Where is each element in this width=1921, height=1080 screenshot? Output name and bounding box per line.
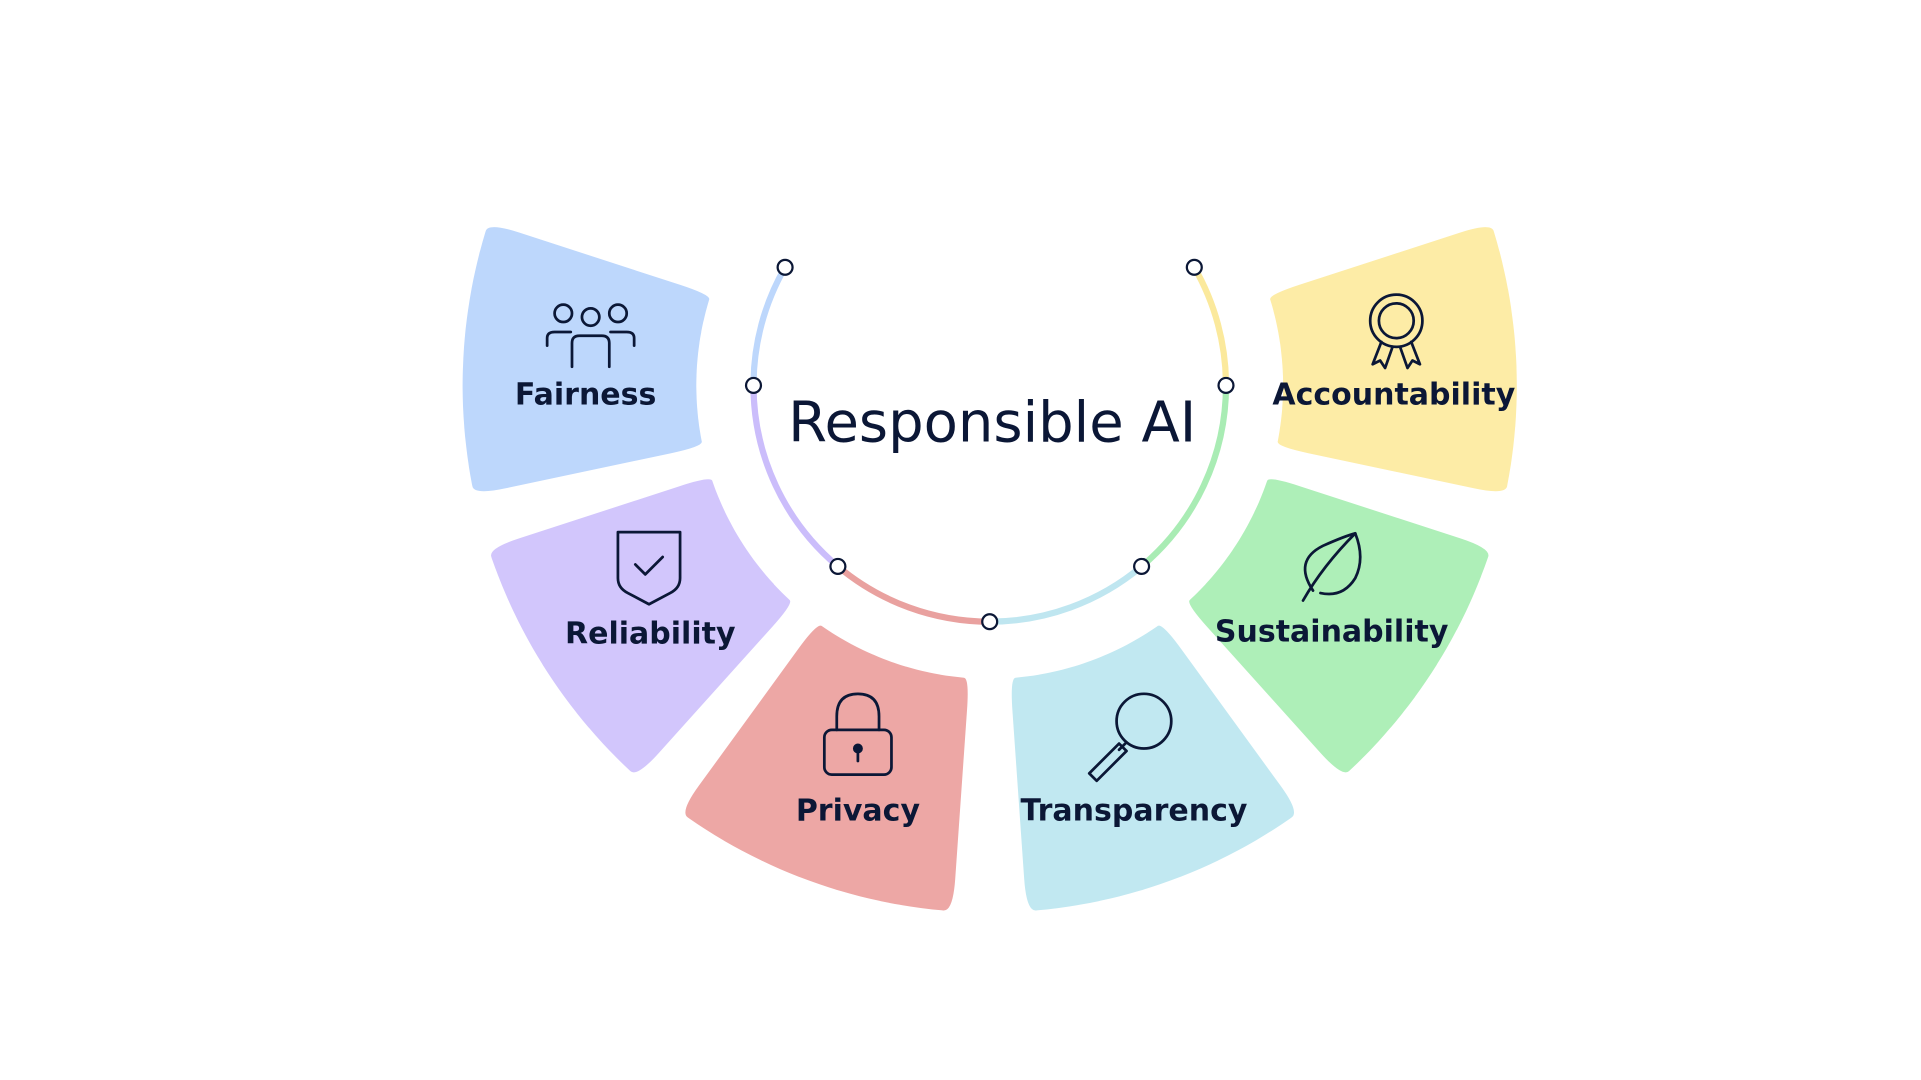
arc-part-transparency (986, 563, 1145, 625)
arc-node (1185, 258, 1203, 276)
segment-fairness (462, 227, 710, 492)
center-arc (750, 264, 1230, 625)
arc-part-fairness (750, 264, 789, 389)
arc-node (776, 258, 794, 276)
segment-label-fairness: Fairness (514, 377, 657, 413)
segments-layer (462, 227, 1517, 911)
leaf-icon (1301, 532, 1362, 602)
shield-check-icon (616, 530, 682, 606)
magnifier-icon (1087, 692, 1173, 783)
segment-label-transparency: Transparency (1020, 793, 1248, 829)
padlock-icon (822, 692, 893, 777)
arc-node (1133, 557, 1151, 575)
diagram-title: Responsible AI (788, 390, 1197, 456)
arc-part-privacy (834, 563, 993, 625)
arc-part-accountability (1191, 264, 1230, 389)
segment-label-privacy: Privacy (795, 793, 921, 829)
people-group-icon (545, 303, 636, 369)
segment-transparency (1011, 625, 1295, 911)
segment-reliability (491, 479, 791, 773)
segment-sustainability (1189, 479, 1489, 773)
award-ribbon-icon (1368, 293, 1424, 370)
icons-layer (545, 293, 1424, 783)
segment-label-reliability: Reliability (565, 616, 736, 652)
arc-node (1217, 376, 1235, 394)
segment-label-sustainability: Sustainability (1214, 614, 1449, 650)
arc-part-sustainability (1138, 382, 1230, 570)
segment-label-accountability: Accountability (1272, 377, 1516, 413)
segment-accountability (1270, 227, 1517, 492)
segment-privacy (685, 625, 968, 911)
arc-nodes (744, 258, 1235, 631)
arc-node (981, 613, 999, 631)
arc-node (744, 376, 763, 394)
arc-node (829, 557, 847, 575)
arc-part-reliability (750, 382, 842, 570)
